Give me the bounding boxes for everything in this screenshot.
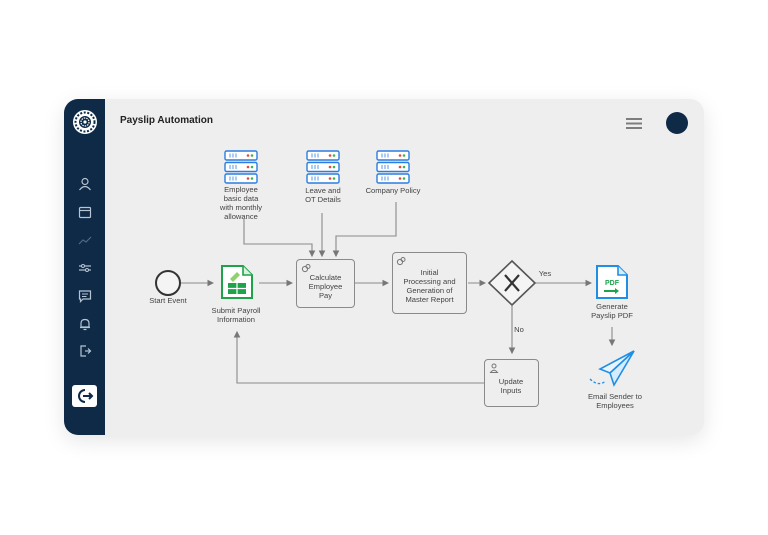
message-icon[interactable] <box>78 289 92 303</box>
paper-plane-icon[interactable] <box>588 349 638 391</box>
user-icon <box>489 363 499 373</box>
initial-processing-task[interactable] <box>392 252 467 314</box>
calculate-pay-label: Calculate Employee Pay <box>308 273 343 300</box>
start-event-circle[interactable] <box>154 269 182 297</box>
sliders-icon[interactable] <box>78 261 92 275</box>
spreadsheet-document-icon[interactable] <box>220 264 254 300</box>
bell-icon[interactable] <box>78 317 92 331</box>
start-event-label: Start Event <box>149 296 187 305</box>
pdf-document-icon[interactable]: PDF <box>595 264 629 300</box>
database-icon <box>224 150 258 184</box>
submit-payroll-label: Submit Payroll Information <box>211 306 261 324</box>
exit-button-icon[interactable] <box>72 385 97 407</box>
menu-icon[interactable] <box>626 117 642 130</box>
logo-gear-icon[interactable] <box>71 108 99 136</box>
update-inputs-task[interactable] <box>484 359 539 407</box>
calendar-icon[interactable] <box>78 205 92 219</box>
gear-icon <box>301 264 311 273</box>
source-label-policy: Company Policy <box>365 186 421 195</box>
database-icon <box>376 150 410 184</box>
gear-icon <box>396 257 406 266</box>
chart-line-icon[interactable] <box>78 233 92 247</box>
email-sender-label: Email Sender to Employees <box>587 392 643 410</box>
database-icon <box>306 150 340 184</box>
logout-icon[interactable] <box>78 344 92 358</box>
pdf-badge-text: PDF <box>605 280 620 287</box>
edge-label-no: No <box>514 325 524 334</box>
source-label-leave: Leave and OT Details <box>305 186 341 204</box>
avatar[interactable] <box>666 112 688 134</box>
app-window: Payslip Automation <box>64 99 704 435</box>
flow-connectors <box>181 202 616 384</box>
source-label-employee: Employee basic data with monthly allowan… <box>219 185 263 221</box>
user-icon[interactable] <box>78 177 92 191</box>
sidebar <box>64 99 105 435</box>
page-title: Payslip Automation <box>120 115 213 126</box>
edge-label-yes: Yes <box>538 269 552 278</box>
update-inputs-label: Update Inputs <box>498 377 524 395</box>
exclusive-gateway[interactable] <box>487 259 537 307</box>
initial-processing-label: Initial Processing and Generation of Mas… <box>403 268 456 304</box>
generate-pdf-label: Generate Payslip PDF <box>591 302 633 320</box>
